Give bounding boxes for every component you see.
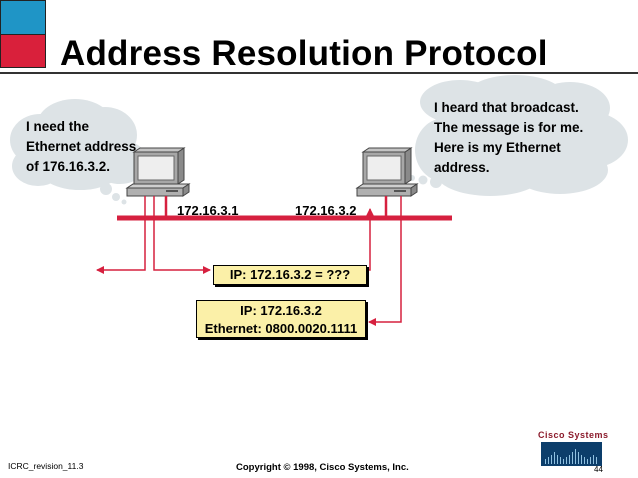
right-host-ip-label: 172.16.3.2 (295, 203, 356, 218)
arp-reply-ethernet: Ethernet: 0800.0020.1111 (197, 320, 365, 338)
right-cloud-text: I heard that broadcast. The message is f… (434, 98, 583, 178)
footer-copyright: Copyright © 1998, Cisco Systems, Inc. (236, 462, 409, 473)
arp-reply-box: IP: 172.16.3.2 Ethernet: 0800.0020.1111 (196, 300, 366, 338)
footer-revision-label: ICRC_revision_11.3 (8, 461, 83, 471)
broadcast-left-arrow (97, 196, 145, 270)
left-cloud-line: Ethernet address (26, 137, 136, 157)
arp-request-box: IP: 172.16.3.2 = ??? (213, 265, 367, 285)
right-host-computer-icon (357, 148, 417, 196)
right-cloud-line: I heard that broadcast. (434, 98, 583, 118)
left-host-ip-label: 172.16.3.1 (177, 203, 238, 218)
left-cloud-line: of 176.16.3.2. (26, 157, 136, 177)
right-cloud-line: The message is for me. (434, 118, 583, 138)
page-number: 44 (594, 465, 603, 474)
cisco-logo-wordmark: Cisco Systems (538, 430, 602, 440)
left-cloud-text: I need the Ethernet address of 176.16.3.… (26, 117, 136, 177)
cisco-logo-bars (541, 442, 602, 466)
right-cloud-line: address. (434, 158, 583, 178)
left-cloud-line: I need the (26, 117, 136, 137)
left-host-computer-icon (127, 148, 189, 196)
right-cloud-line: Here is my Ethernet (434, 138, 583, 158)
arp-reply-ip: IP: 172.16.3.2 (197, 302, 365, 320)
